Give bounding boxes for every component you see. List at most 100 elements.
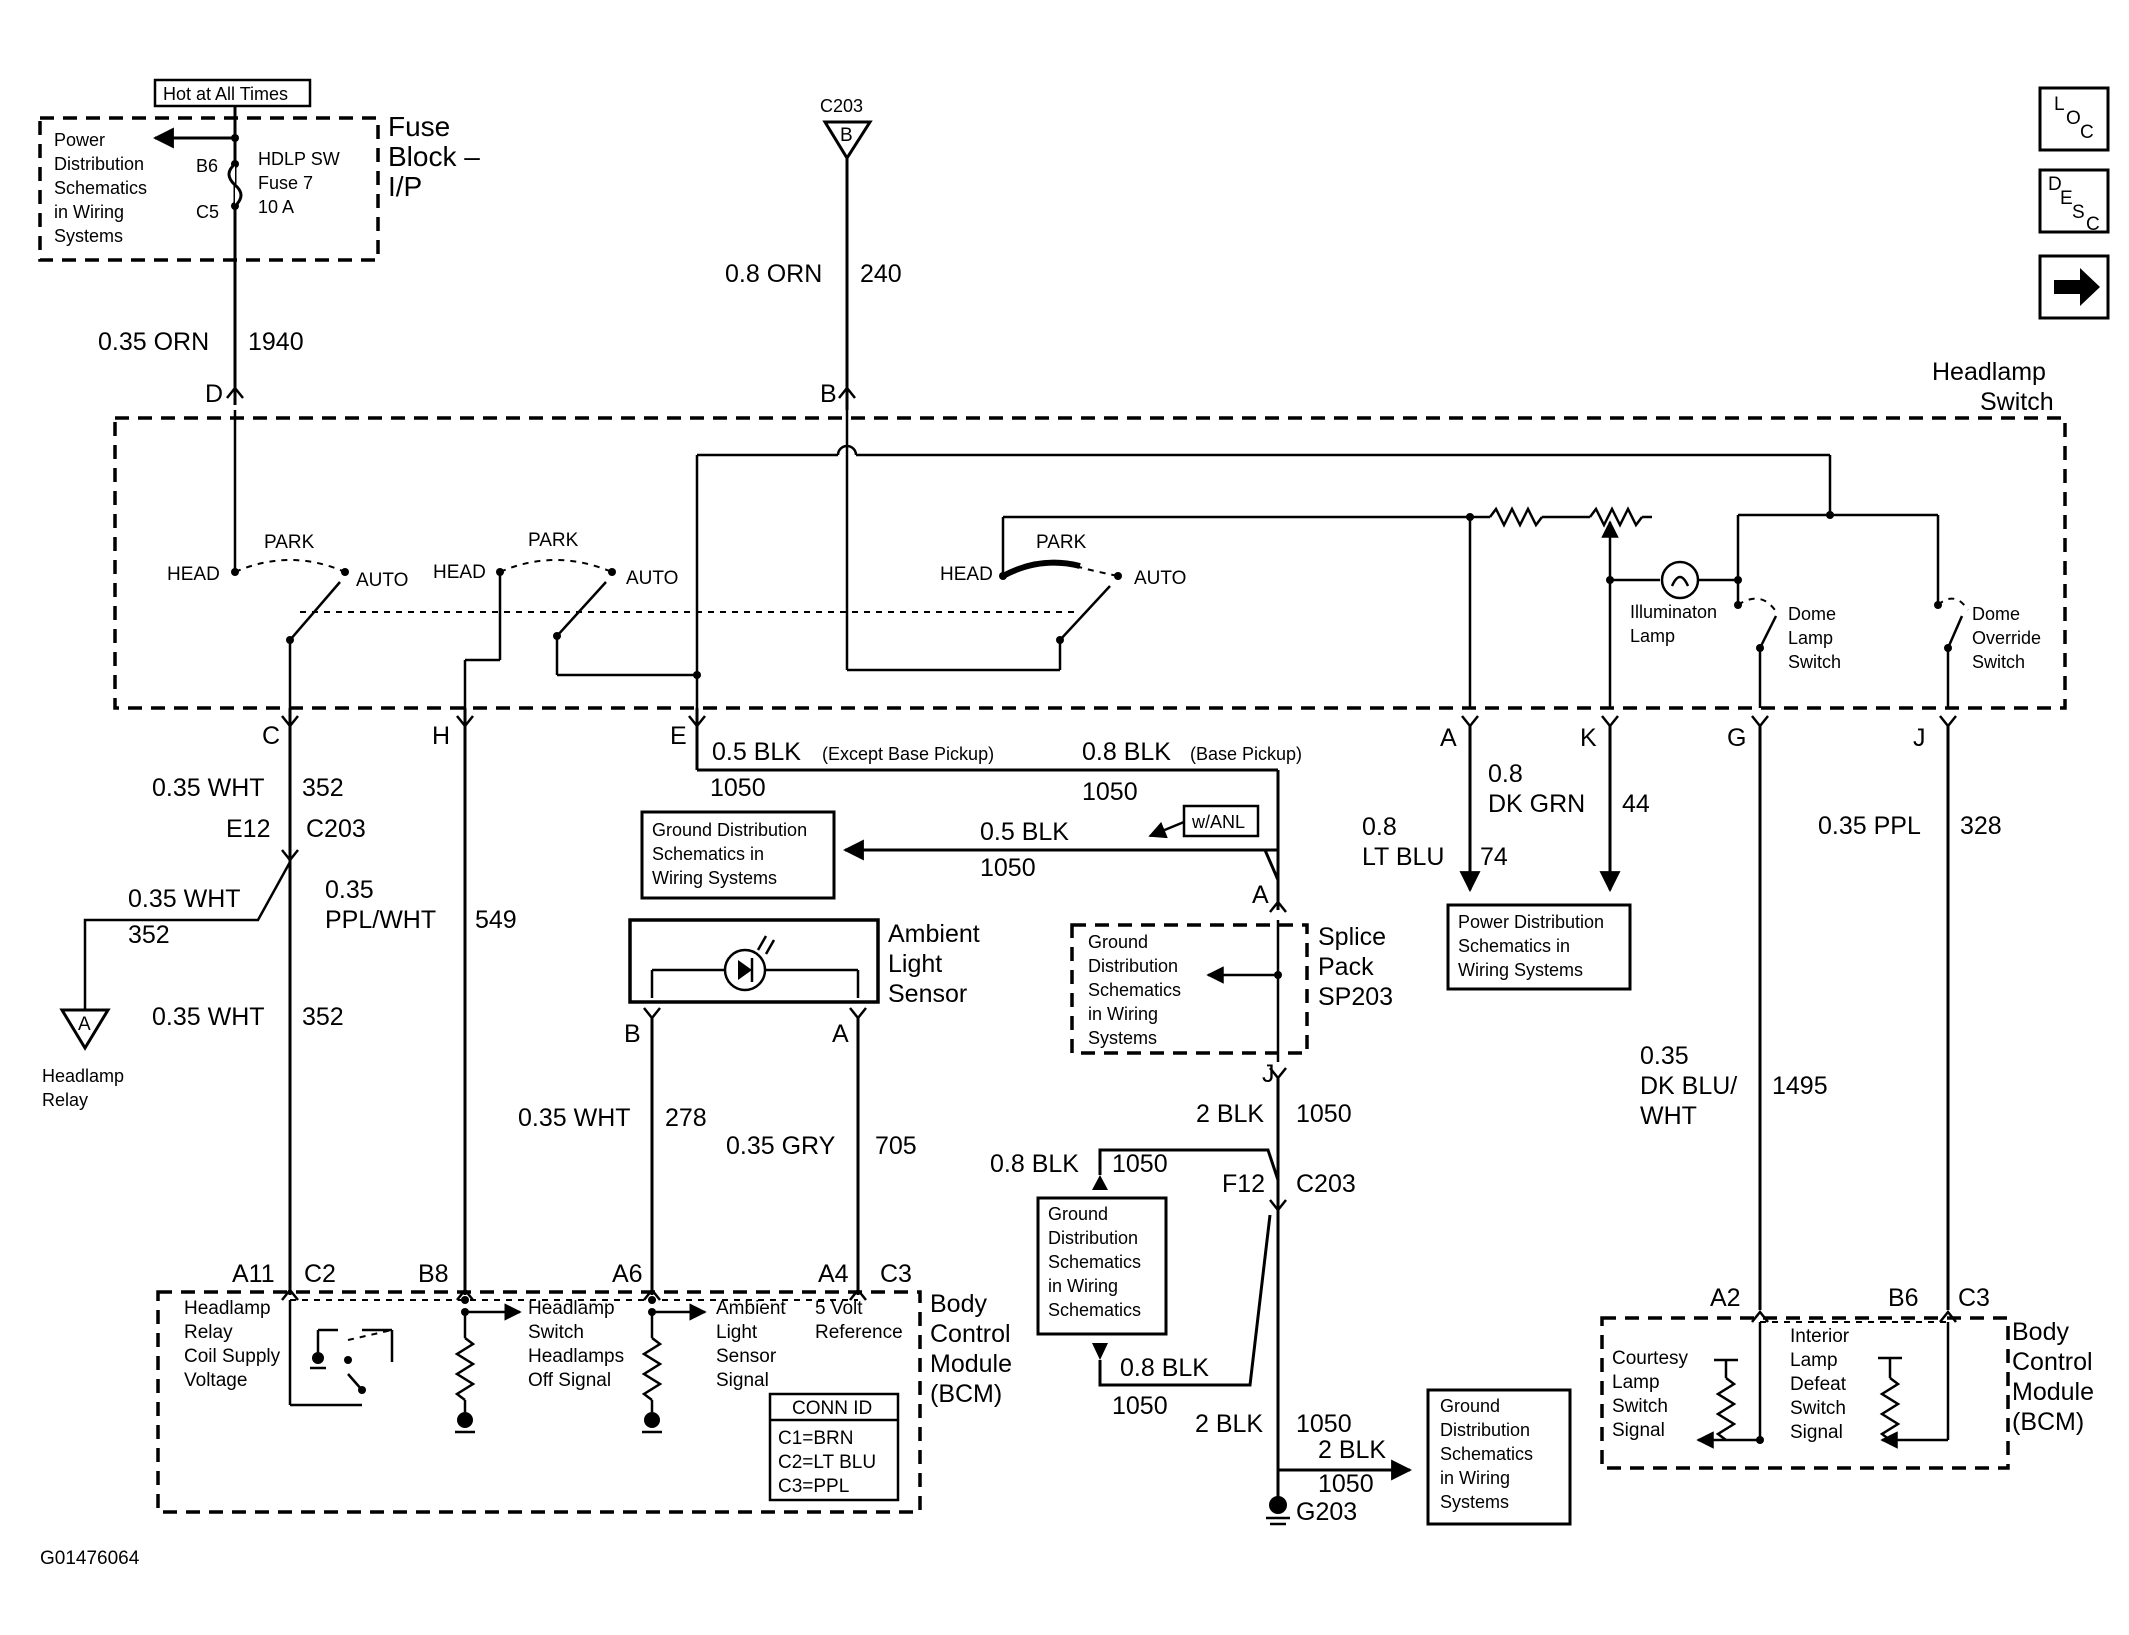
- svg-text:in Wiring: in Wiring: [1088, 1004, 1158, 1024]
- svg-text:Wiring Systems: Wiring Systems: [652, 868, 777, 888]
- svg-text:A: A: [78, 1014, 91, 1035]
- figure-id: G01476064: [40, 1548, 140, 1569]
- wire-a-gauge: 0.8: [1362, 813, 1397, 841]
- wire-g-circuit: 1495: [1772, 1072, 1828, 1100]
- svg-text:Relay: Relay: [184, 1322, 233, 1343]
- svg-text:S[interactable]: S: [2072, 202, 2085, 223]
- svg-text:C[interactable]: C: [2086, 214, 2100, 235]
- svg-text:C[interactable]: C: [2080, 122, 2094, 143]
- wire-b-gauge: 0.8 ORN: [725, 260, 822, 288]
- svg-text:(BCM): (BCM): [2012, 1408, 2084, 1436]
- bcm-right: A2 B6 C3 Courtesy Lamp Switch Signal Int…: [1600, 1284, 2094, 1470]
- svg-text:Block –: Block –: [388, 141, 480, 172]
- wire-g203-right-gauge: 2 BLK: [1318, 1436, 1386, 1464]
- hot-at-all-times-label: Hot at All Times: [163, 84, 288, 104]
- svg-text:Headlamp: Headlamp: [42, 1066, 124, 1086]
- svg-text:Module: Module: [2012, 1378, 2094, 1406]
- illumination-lamp-label: Illuminaton: [1630, 602, 1717, 622]
- desc-icon[interactable]: D E S C: [2038, 168, 2110, 235]
- svg-text:Control: Control: [2012, 1348, 2093, 1376]
- svg-text:Courtesy: Courtesy: [1612, 1348, 1689, 1369]
- svg-text:E[interactable]: E: [2060, 188, 2073, 209]
- headlamp-switch-title: Headlamp: [1932, 358, 2046, 386]
- ground-distribution-box-4: Ground Distribution Schematics in Wiring…: [1426, 1388, 1572, 1526]
- wire-relay-gauge: 0.35 WHT: [128, 885, 241, 913]
- bcm-pin-a6: A6: [612, 1260, 643, 1288]
- wire-g-gauge: 0.35: [1640, 1042, 1689, 1070]
- wire-b-circuit: 240: [860, 260, 902, 288]
- svg-text:Schematics: Schematics: [1088, 980, 1181, 1000]
- ground-distribution-box-3: Ground Distribution Schematics in Wiring…: [1036, 1196, 1168, 1336]
- bcm-pin-a2: A2: [1710, 1284, 1741, 1312]
- wire-k-gauge: 0.8: [1488, 760, 1523, 788]
- sensor-pin-a: A: [832, 1020, 849, 1048]
- svg-text:in Wiring: in Wiring: [1440, 1468, 1510, 1488]
- fuse-block: Hot at All Times Power Distribution Sche…: [38, 78, 480, 405]
- svg-text:Lamp: Lamp: [1788, 628, 1833, 648]
- bcm-pin-c3-right: C3: [1958, 1284, 1990, 1312]
- svg-text:10 A: 10 A: [258, 197, 294, 217]
- svg-text:Splice: Splice: [1318, 923, 1386, 951]
- wire-relay-circuit: 352: [128, 921, 170, 949]
- wire-sp-j-circuit: 1050: [1296, 1100, 1352, 1128]
- wire-c-lower-circuit: 352: [302, 1003, 344, 1031]
- svg-text:Systems: Systems: [1088, 1028, 1157, 1048]
- svg-text:Signal: Signal: [716, 1370, 769, 1391]
- svg-text:DK BLU/: DK BLU/: [1640, 1072, 1737, 1100]
- wire-gnd-left-gauge: 0.8 BLK: [990, 1150, 1079, 1178]
- svg-text:Reference: Reference: [815, 1322, 903, 1343]
- bcm-left-title: Body: [930, 1290, 987, 1318]
- svg-text:Lamp: Lamp: [1612, 1372, 1660, 1393]
- svg-text:O[interactable]: O: [2066, 108, 2081, 129]
- svg-text:WHT: WHT: [1640, 1102, 1697, 1130]
- wire-g203-gauge: 2 BLK: [1195, 1410, 1263, 1438]
- svg-text:Ground Distribution: Ground Distribution: [652, 820, 807, 840]
- svg-text:PARK: PARK: [1036, 532, 1087, 553]
- headlamp-switch: Headlamp Switch HEAD PARK AUTO HEAD PARK…: [113, 358, 2067, 752]
- inline-f12: F12: [1222, 1170, 1265, 1198]
- svg-text:DK GRN: DK GRN: [1488, 790, 1585, 818]
- svg-text:Distribution: Distribution: [1048, 1228, 1138, 1248]
- pin-d: D: [205, 380, 223, 408]
- fuse-block-title: Fuse: [388, 111, 450, 142]
- wire-d-gauge: 0.35 ORN: [98, 328, 209, 356]
- svg-text:Lamp: Lamp: [1630, 626, 1675, 646]
- pin-h: H: [432, 722, 450, 750]
- svg-text:C3=PPL: C3=PPL: [778, 1476, 849, 1497]
- pin-e: E: [670, 722, 687, 750]
- bcm-pin-a11: A11: [232, 1260, 275, 1288]
- g203-ground-icon: G203: [1266, 1496, 1357, 1526]
- ambient-light-sensor-title: Ambient: [888, 920, 980, 948]
- svg-text:Schematics: Schematics: [1048, 1300, 1141, 1320]
- wire-k-circuit: 44: [1622, 790, 1650, 818]
- wire-sensor-b-circuit: 278: [665, 1104, 707, 1132]
- fuse-pin-b6: B6: [196, 156, 218, 176]
- svg-text:Switch: Switch: [1612, 1396, 1668, 1417]
- next-arrow-icon[interactable]: [2038, 254, 2110, 320]
- svg-text:Ground: Ground: [1440, 1396, 1500, 1416]
- wire-anl-gauge: 0.5 BLK: [980, 818, 1069, 846]
- sensor-pin-b: B: [624, 1020, 641, 1048]
- svg-text:Signal: Signal: [1790, 1422, 1843, 1443]
- svg-text:Schematics in: Schematics in: [652, 844, 764, 864]
- svg-text:Power: Power: [54, 130, 105, 150]
- wire-gnd-return-gauge: 0.8 BLK: [1120, 1354, 1209, 1382]
- svg-text:D[interactable]: D: [2048, 174, 2062, 195]
- svg-text:J: J: [1262, 1060, 1275, 1088]
- wire-sensor-b-gauge: 0.35 WHT: [518, 1104, 631, 1132]
- svg-text:Headlamp: Headlamp: [184, 1298, 271, 1319]
- wire-base-note: (Base Pickup): [1190, 744, 1302, 764]
- svg-text:L[interactable]: L: [2054, 94, 2065, 115]
- wire-e-circuit: 1050: [710, 774, 766, 802]
- svg-text:Off Signal: Off Signal: [528, 1370, 611, 1391]
- svg-text:Distribution: Distribution: [1440, 1420, 1530, 1440]
- svg-text:HEAD: HEAD: [433, 562, 486, 583]
- bcm-pin-c3: C3: [880, 1260, 912, 1288]
- loc-icon[interactable]: L O C: [2038, 86, 2110, 152]
- svg-text:PPL/WHT: PPL/WHT: [325, 906, 436, 934]
- svg-text:in Wiring: in Wiring: [1048, 1276, 1118, 1296]
- svg-text:Sensor: Sensor: [888, 980, 967, 1008]
- fuse-pin-c5: C5: [196, 202, 219, 222]
- svg-text:Relay: Relay: [42, 1090, 88, 1110]
- svg-text:Distribution: Distribution: [1088, 956, 1178, 976]
